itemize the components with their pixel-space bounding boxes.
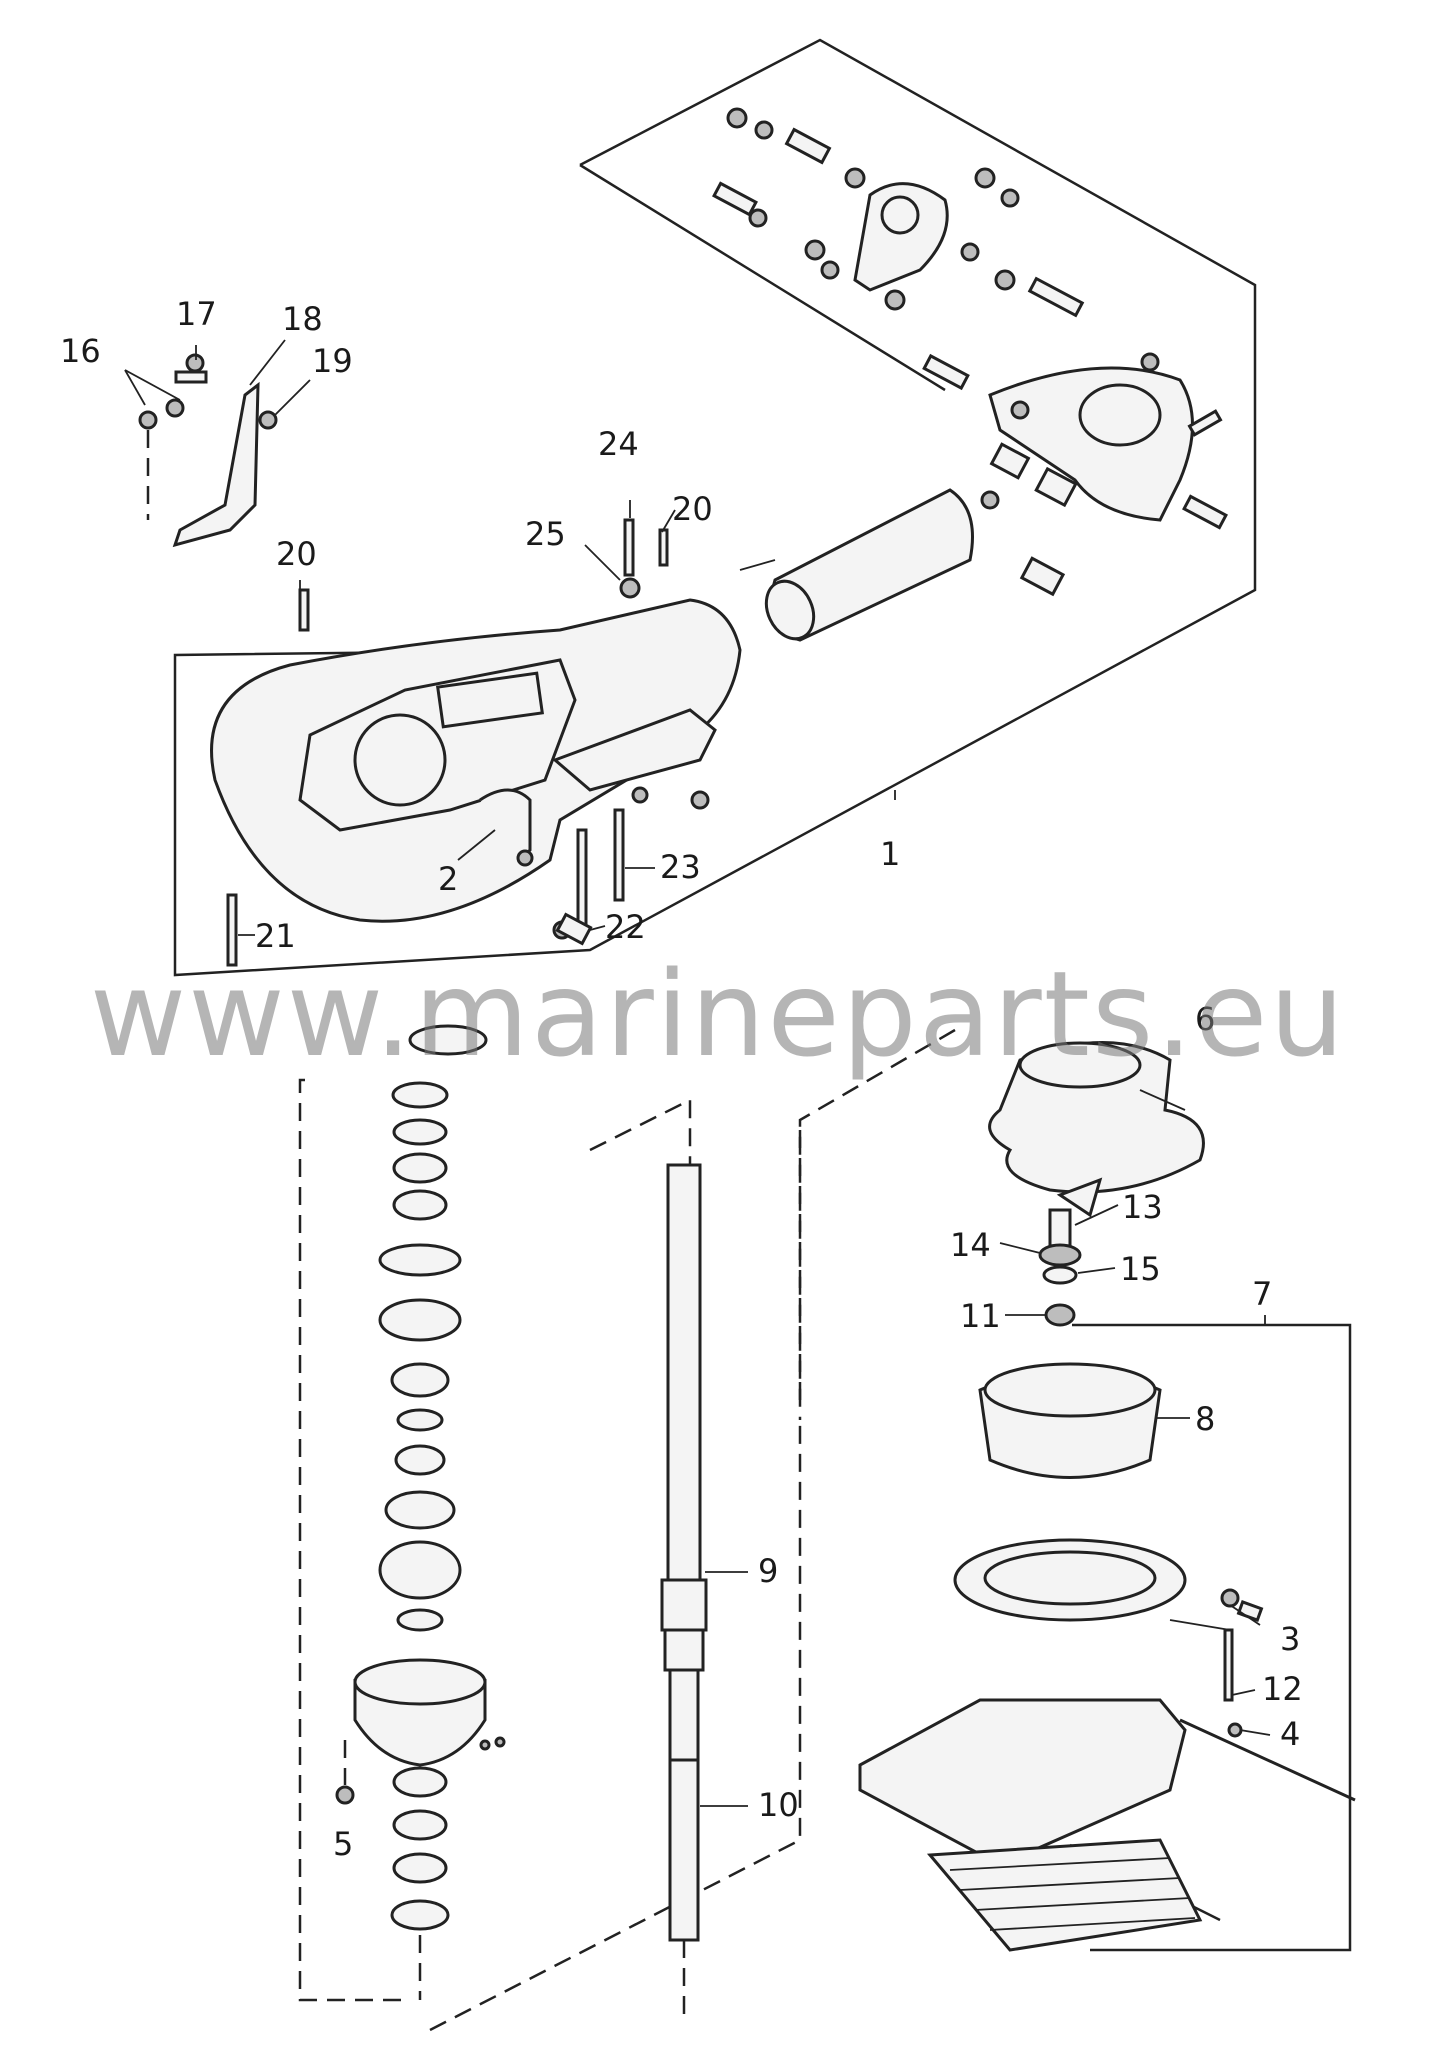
callouts: 1 2 3 4 5 6 7 8 9 10 11 12 13 14 15 16 1…	[60, 295, 1303, 1863]
upper-group-outline	[173, 38, 1257, 977]
mounting-bracket	[138, 353, 278, 548]
callout-22: 22	[605, 908, 646, 946]
callout-11: 11	[960, 1297, 1001, 1335]
callout-9: 9	[758, 1552, 778, 1590]
callout-25: 25	[525, 515, 566, 553]
callout-14: 14	[950, 1226, 991, 1264]
callout-7: 7	[1252, 1275, 1272, 1313]
callout-5: 5	[333, 1825, 353, 1863]
callout-6: 6	[1195, 1000, 1215, 1038]
callout-2: 2	[438, 860, 458, 898]
drive-shaft	[429, 1097, 802, 2032]
leader-lines	[124, 339, 1271, 1807]
callout-24: 24	[598, 425, 639, 463]
bearing-stack	[298, 1024, 506, 2002]
callout-4: 4	[1280, 1715, 1300, 1753]
callout-18: 18	[282, 300, 323, 338]
callout-15: 15	[1120, 1250, 1161, 1288]
watermark: www.marineparts.eu	[89, 945, 1347, 1083]
callout-8: 8	[1195, 1400, 1215, 1438]
callout-20b: 20	[276, 535, 317, 573]
callout-21: 21	[255, 917, 296, 955]
callout-20a: 20	[672, 490, 713, 528]
steering-tube	[739, 488, 974, 642]
impeller-group	[798, 1028, 1356, 1952]
callout-17: 17	[176, 295, 217, 333]
callout-23: 23	[660, 848, 701, 886]
callout-16: 16	[60, 332, 101, 370]
callout-19: 19	[312, 342, 353, 380]
callout-10: 10	[758, 1786, 799, 1824]
callout-1: 1	[880, 835, 900, 873]
callout-13: 13	[1122, 1188, 1163, 1226]
steering-linkage	[712, 107, 1228, 597]
callout-12: 12	[1262, 1670, 1303, 1708]
pump-housing	[210, 518, 742, 967]
callout-3: 3	[1280, 1620, 1300, 1658]
